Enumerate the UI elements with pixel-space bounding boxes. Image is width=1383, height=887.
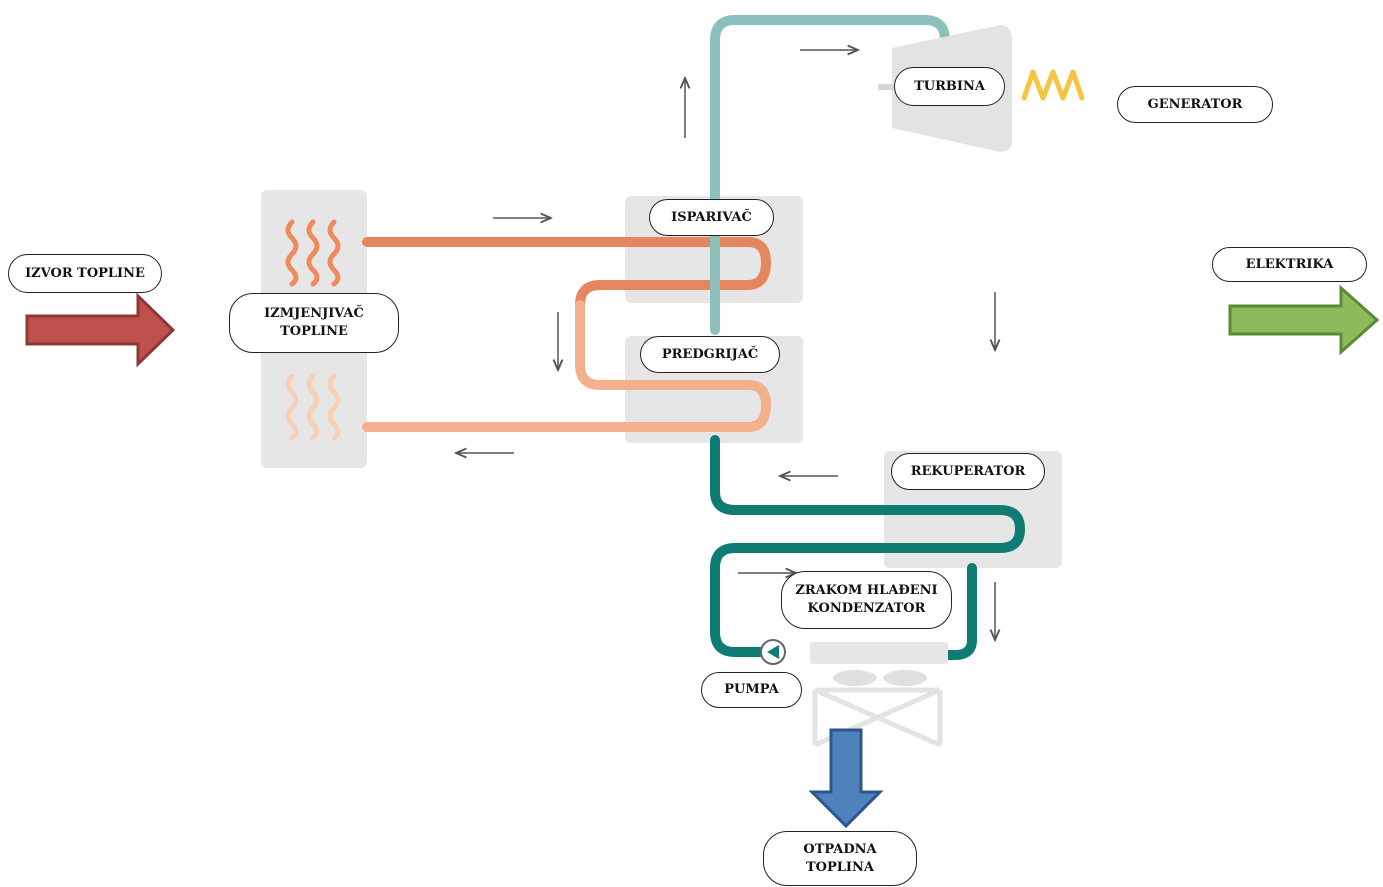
heat-wave-icon: [285, 219, 341, 441]
heat-source-arrow: [25, 292, 176, 368]
label-turbina: TURBINA: [894, 67, 1005, 106]
working-fluid-liquid-pipe: [710, 435, 1025, 660]
working-fluid-vapor-pipe: [710, 15, 977, 453]
pump-icon: [760, 639, 786, 665]
label-otpadna-toplina: OTPADNA TOPLINA: [763, 831, 917, 886]
air-cooled-condenser: [810, 642, 948, 748]
label-izmjenjivac-topline: IZMJENJIVAČ TOPLINE: [229, 293, 399, 353]
flow-direction-arrow: [456, 50, 995, 640]
turbine-shaft: [878, 84, 894, 90]
label-predgrijac: PREDGRIJAČ: [640, 336, 780, 373]
label-izvor-topline: IZVOR TOPLINE: [8, 254, 162, 293]
label-generator: GENERATOR: [1117, 86, 1273, 123]
label-kondenzator: ZRAKOM HLAĐENI KONDENZATOR: [781, 571, 952, 629]
label-rekuperator: REKUPERATOR: [891, 453, 1045, 490]
electricity-arrow: [1228, 284, 1380, 356]
heat-source-loop: [362, 237, 772, 432]
label-isparivac: ISPARIVAČ: [649, 199, 774, 236]
label-elektrika: ELEKTRIKA: [1212, 247, 1367, 282]
generator-wave-icon: [1021, 69, 1085, 101]
waste-heat-arrow: [808, 728, 884, 829]
label-pumpa: PUMPA: [701, 672, 802, 708]
fan-icon: [833, 670, 877, 686]
